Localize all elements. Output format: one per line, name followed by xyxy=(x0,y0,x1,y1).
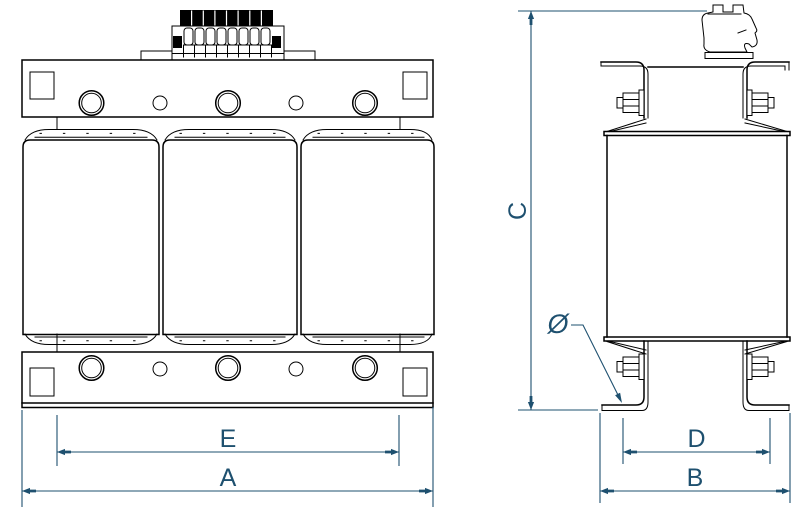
coil-body-side xyxy=(603,130,791,342)
bracket-small-holes xyxy=(152,95,304,111)
arrowhead xyxy=(756,448,770,456)
coils xyxy=(22,129,435,345)
terminal-base-left-wing xyxy=(140,50,173,61)
clamp-bolt-right xyxy=(746,353,775,380)
arrowhead xyxy=(57,448,71,456)
dimension-B: B xyxy=(599,413,791,503)
arrowhead xyxy=(776,487,790,495)
top-tie-posts xyxy=(56,116,401,130)
dim-label-e: E xyxy=(220,425,237,453)
terminal-rail xyxy=(704,52,754,59)
dimension-E: E xyxy=(56,415,400,466)
bottom-clamp-bracket xyxy=(601,340,790,411)
bracket-terminal-holes xyxy=(78,89,379,117)
coil-left xyxy=(22,129,160,345)
bracket-small-holes xyxy=(152,361,304,377)
bottom-tie-posts xyxy=(56,333,401,353)
bracket-cutout-right xyxy=(402,71,428,100)
terminal-block-side xyxy=(701,4,758,59)
dim-label-diameter: Ø xyxy=(546,309,570,339)
coil-right xyxy=(300,129,435,345)
terminal-block xyxy=(140,10,316,61)
arrowhead xyxy=(385,448,399,456)
dim-label-d: D xyxy=(687,425,705,453)
arrowhead xyxy=(419,487,433,495)
bottom-mounting-bracket xyxy=(21,333,434,409)
terminal-strip-dividers xyxy=(191,10,262,26)
arrowhead xyxy=(22,487,36,495)
terminal-base-right-wing xyxy=(283,50,316,61)
bracket-terminal-holes xyxy=(78,354,379,382)
arrowhead xyxy=(527,396,535,410)
dim-label-a: A xyxy=(220,464,237,492)
gusset-edges xyxy=(606,340,788,355)
clamp-bolt-right xyxy=(746,89,775,116)
coil-center xyxy=(162,129,298,345)
leader-arrowhead xyxy=(615,392,622,403)
dimension-A: A xyxy=(21,407,434,507)
dim-label-c: C xyxy=(504,202,532,220)
dim-label-b: B xyxy=(687,464,704,492)
arrowhead xyxy=(527,11,535,25)
dimension-C: C xyxy=(504,10,707,411)
top-mounting-bracket xyxy=(21,59,434,130)
arrowhead xyxy=(623,448,637,456)
terminal-end-clamp-left xyxy=(173,36,182,48)
clamp-bolt-left xyxy=(616,89,645,116)
top-clamp-bracket xyxy=(600,61,790,133)
clamp-bolt-left xyxy=(616,353,645,380)
gusset-edges xyxy=(606,118,788,133)
bracket-cutout-right xyxy=(402,367,428,397)
front-view: E A xyxy=(21,10,435,507)
side-view: C xyxy=(504,4,791,503)
dimension-D: D xyxy=(622,418,771,464)
bracket-cutout-left xyxy=(29,71,55,100)
diameter-callout: Ø xyxy=(546,309,622,403)
arrowhead xyxy=(600,487,614,495)
terminal-cell-dividers xyxy=(171,44,285,58)
bracket-cutout-left xyxy=(29,367,55,397)
terminal-end-clamp-right xyxy=(272,36,281,48)
